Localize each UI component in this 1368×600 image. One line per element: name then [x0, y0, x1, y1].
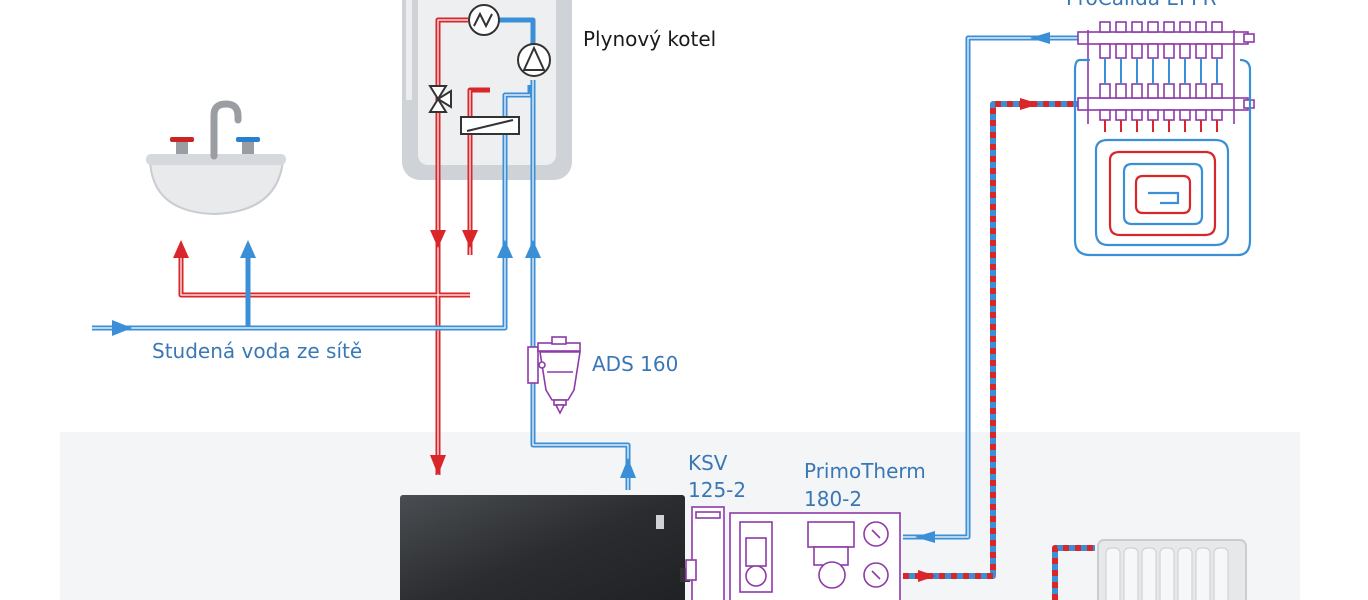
- pump-icon: [517, 43, 551, 77]
- primotherm-module-icon: [729, 512, 901, 600]
- sink-icon: [146, 100, 286, 216]
- arrow-cold-up-return: [525, 240, 541, 258]
- storage-tank: [400, 495, 685, 600]
- radiator-icon: [1097, 539, 1247, 600]
- three-way-valve-icon: [428, 85, 452, 113]
- manifold-label: ProCalida EPFR: [1066, 0, 1216, 10]
- hot-pipe-sink: [178, 250, 470, 298]
- plate-exchanger-icon: [460, 116, 520, 135]
- arrow-cold-right-mains: [112, 320, 132, 336]
- boiler-label: Plynový kotel: [583, 27, 717, 51]
- cold-pipe-boiler-top: [498, 17, 536, 45]
- arrow-cold-left-device: [915, 531, 935, 543]
- arrow-cold-up-boiler: [497, 240, 513, 258]
- ksv-label-line2: 125-2: [688, 478, 747, 502]
- arrow-hot-down-2: [462, 230, 478, 248]
- arrow-hot-down-3: [430, 455, 446, 475]
- primotherm-label-line2: 180-2: [804, 487, 863, 511]
- ads-filter-icon: [527, 336, 581, 415]
- arrow-cold-left-manifold: [1030, 32, 1050, 44]
- ksv-label-line1: KSV: [688, 451, 728, 475]
- ads-label: ADS 160: [592, 352, 679, 376]
- arrow-cold-up-tank: [620, 458, 636, 478]
- arrow-cold-up-sink: [240, 240, 256, 258]
- floor-heating-loop-icon: [1073, 58, 1252, 257]
- arrow-hot-right-manifold: [1020, 98, 1040, 110]
- arrow-hot-down-1: [430, 230, 446, 248]
- arrow-hot-up-sink: [173, 240, 189, 258]
- heat-exchanger-icon: [468, 4, 500, 36]
- primotherm-label-line1: PrimoTherm: [804, 459, 926, 483]
- arrow-hot-right-device: [918, 570, 936, 582]
- ksv-valve-group-icon: [685, 506, 725, 600]
- cold-water-label: Studená voda ze sítě: [152, 339, 363, 363]
- manifold-branch-lines: [1104, 58, 1218, 132]
